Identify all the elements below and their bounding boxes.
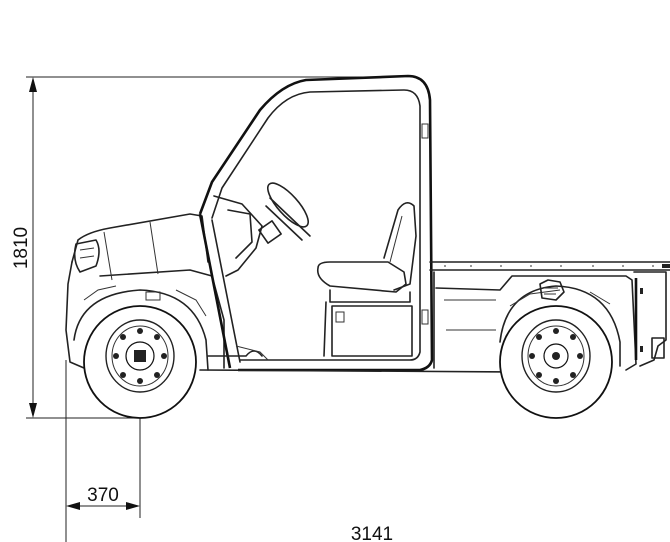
rear-rim-holes <box>529 328 583 384</box>
headlight <box>73 239 100 273</box>
dashboard <box>213 195 263 277</box>
height-arrow-bottom <box>29 403 37 418</box>
front-fender-detail <box>83 285 207 317</box>
cargo-bed-top <box>429 261 670 271</box>
cargo-bed-side <box>433 271 637 371</box>
door-panel <box>323 301 413 357</box>
cage-hinge-top <box>421 123 429 139</box>
steering-wheel <box>267 182 309 228</box>
hood-panel-lines <box>103 221 159 281</box>
front-overhang-arrow-left <box>66 502 80 510</box>
cage-hinge-bottom <box>421 309 429 325</box>
height-arrow-top <box>29 77 37 92</box>
front-overhang-label: 370 <box>87 485 119 506</box>
headlight-detail <box>79 247 95 259</box>
vehicle-body <box>65 74 670 373</box>
steering-base <box>258 220 282 244</box>
rear-mudguard-vent <box>539 279 565 301</box>
height-dimension: 1810 <box>11 76 398 419</box>
rear-rim-inner <box>527 325 585 387</box>
door-latch <box>335 311 345 323</box>
rear-hub-center <box>552 352 560 360</box>
tail-reflector-lower <box>640 346 643 352</box>
seat-base <box>329 289 411 303</box>
steering-column <box>265 197 311 241</box>
rear-wheel <box>499 305 613 419</box>
roll-cage-inner <box>211 89 421 361</box>
bed-rail-end <box>662 264 670 268</box>
front-overhang-arrow-right <box>126 502 140 510</box>
front-rim-inner <box>111 325 169 387</box>
front-fascia <box>65 261 85 369</box>
a-pillar-inner <box>211 219 241 363</box>
tailgate <box>633 271 667 367</box>
height-dimension-label: 1810 <box>11 227 32 269</box>
seat-back-seam <box>389 215 403 263</box>
vent-slats <box>544 287 558 295</box>
cargo-side-panel-lines <box>444 299 496 331</box>
length-dimension-label: 3141 <box>351 524 393 542</box>
seat-back <box>383 202 417 291</box>
seat-cushion <box>316 261 407 293</box>
front-fender-mount <box>145 291 161 301</box>
floor-step <box>235 345 269 361</box>
hood-outline <box>71 213 209 263</box>
rear-fender-detail <box>509 289 611 307</box>
tail-reflector <box>640 288 643 294</box>
dashboard-inner <box>227 209 253 259</box>
rear-fender-arch <box>499 285 621 367</box>
front-wheel <box>83 305 197 419</box>
roll-cage-outer <box>198 74 434 372</box>
rear-bumper <box>651 337 665 359</box>
a-pillar <box>198 213 232 369</box>
front-hub-cap <box>134 350 146 362</box>
front-rim-holes <box>113 328 167 384</box>
chassis-rocker <box>199 350 521 373</box>
front-fender-arch <box>73 289 209 371</box>
